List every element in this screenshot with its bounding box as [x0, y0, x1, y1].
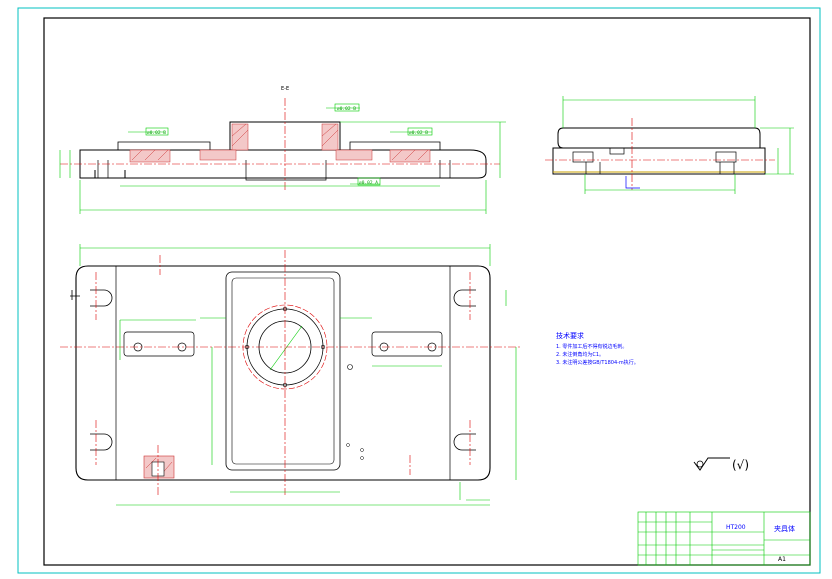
part-name: 夹具体 — [774, 524, 795, 533]
tech-req-line: 3. 未注明公差按GB/T1804-m执行。 — [556, 359, 639, 366]
section-hatch — [129, 123, 431, 163]
section-dimensions — [59, 107, 506, 214]
section-label: E-E — [281, 86, 289, 92]
technical-requirements: 技术要求 1. 零件加工后不得有锐边毛刺。 2. 未注倒角均为C1。 3. 未注… — [556, 331, 639, 366]
tech-req-title: 技术要求 — [556, 331, 584, 340]
locating-pin — [143, 455, 175, 479]
tolerance-frames: ∅0.02 B ∅0.02 B ∅0.02 B ∅0.02 A — [145, 103, 433, 186]
tech-req-line: 1. 零件加工后不得有锐边毛刺。 — [556, 343, 627, 350]
plan-dimensions — [79, 244, 517, 506]
tolerance-frame-left: ∅0.02 B — [147, 130, 166, 136]
tech-req-line: 2. 未注倒角均为C1。 — [556, 351, 604, 358]
title-block — [637, 511, 811, 566]
plan-outline — [75, 265, 491, 481]
plan-view — [60, 244, 520, 506]
side-view — [545, 96, 794, 194]
section-view: E-E — [59, 86, 506, 214]
surface-roughness-symbol: (√) — [693, 457, 749, 472]
tolerance-frame-right: ∅0.02 B — [409, 130, 428, 136]
roughness-note: (√) — [732, 458, 749, 472]
sheet-size: A1 — [778, 556, 786, 563]
drawing-frame — [17, 7, 821, 574]
tolerance-frame-top: ∅0.02 B — [337, 106, 356, 112]
clamping-slots — [90, 289, 476, 451]
side-dimensions — [562, 96, 794, 194]
tolerance-frame-bottom: ∅0.02 A — [359, 180, 378, 186]
drawing-number: HT200 — [726, 524, 746, 531]
